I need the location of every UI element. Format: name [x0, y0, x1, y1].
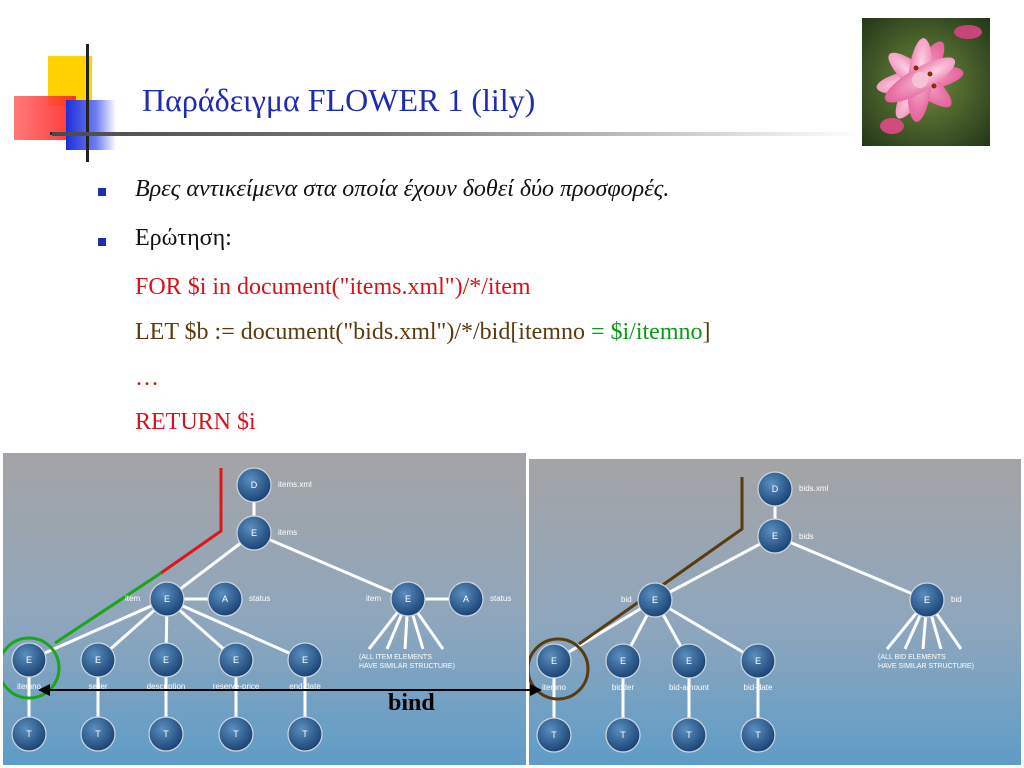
- query-let-predicate: = $i/itemno: [590, 319, 703, 345]
- node-root: E: [251, 528, 257, 538]
- node-root: E: [772, 531, 778, 541]
- node-end: E: [302, 655, 308, 665]
- corner-decoration: [12, 40, 142, 165]
- node-text: T: [551, 730, 557, 740]
- node-text: T: [233, 729, 239, 739]
- node-reserve: E: [233, 655, 239, 665]
- bullet-marker: [98, 188, 106, 196]
- node-bidder: E: [620, 656, 626, 666]
- node-description: E: [163, 655, 169, 665]
- label-itemno: itemno: [17, 682, 42, 691]
- note-line1: (ALL BID ELEMENTS: [878, 654, 946, 661]
- page-title: Παράδειγμα FLOWER 1 (lily): [142, 82, 536, 118]
- query-let-line: LET $b := document("bids.xml")/*/bid[ite…: [135, 319, 711, 346]
- bullet-query-label: Ερώτηση:: [135, 225, 232, 251]
- label-status2: status: [490, 594, 511, 603]
- node-text: T: [26, 729, 32, 739]
- node-text: T: [163, 729, 169, 739]
- label-item1: item: [125, 594, 140, 603]
- note-line2: HAVE SIMILAR STRUCTURE): [878, 663, 974, 670]
- label-doc: bids.xml: [799, 484, 829, 493]
- node-doc: D: [251, 480, 258, 490]
- label-date: bid-date: [744, 683, 773, 692]
- node-bid1: E: [652, 595, 658, 605]
- label-bid2: bid: [951, 595, 962, 604]
- label-amount: bid-amount: [669, 683, 710, 692]
- bind-label: bind: [388, 690, 435, 716]
- node-item1: E: [164, 594, 170, 604]
- label-itemno: itemno: [542, 683, 567, 692]
- label-doc: items.xml: [278, 480, 312, 489]
- node-status1: A: [222, 594, 228, 604]
- node-date: E: [755, 656, 761, 666]
- label-description: description: [147, 682, 186, 691]
- query-return-line: RETURN $i: [135, 409, 256, 435]
- node-circles: [11, 467, 484, 752]
- bids-tree-diagram: D E E E E E E E T T T T bids.xml bids bi…: [529, 459, 1021, 765]
- query-for-line: FOR $i in document("items.xml")/*/item: [135, 274, 531, 300]
- node-doc: D: [772, 484, 779, 494]
- label-end: end-date: [289, 682, 321, 691]
- label-bidder: bidder: [612, 683, 635, 692]
- note-line2: HAVE SIMILAR STRUCTURE): [359, 663, 455, 670]
- label-root: bids: [799, 532, 814, 541]
- node-itemno: E: [26, 655, 32, 665]
- query-let-prefix: LET $b := document("bids.xml")/*/bid[ite…: [135, 319, 591, 345]
- query-ellipsis: …: [135, 365, 159, 391]
- items-tree-diagram: D E E A E A E E E E E T T T T T items.xm…: [3, 453, 526, 765]
- label-seller: seller: [88, 682, 107, 691]
- node-itemno: E: [551, 656, 557, 666]
- bullet-task: Βρες αντικείμενα στα οποία έχουν δοθεί δ…: [135, 176, 670, 202]
- label-bid1: bid: [621, 595, 632, 604]
- lily-photo: [862, 18, 990, 146]
- node-seller: E: [95, 655, 101, 665]
- itemno-highlight-circle: [3, 636, 61, 700]
- node-status2: A: [463, 594, 469, 604]
- node-text: T: [620, 730, 626, 740]
- node-text: T: [302, 729, 308, 739]
- node-item2: E: [405, 594, 411, 604]
- node-bid2: E: [924, 595, 930, 605]
- label-root: items: [278, 528, 297, 537]
- bullet-marker: [98, 238, 106, 246]
- label-reserve: reserve-price: [213, 682, 260, 691]
- node-text: T: [686, 730, 692, 740]
- node-text: T: [755, 730, 761, 740]
- title-divider: [52, 132, 862, 136]
- label-status1: status: [249, 594, 270, 603]
- label-item2: item: [366, 594, 381, 603]
- bind-arrow: [38, 684, 542, 696]
- node-text: T: [95, 729, 101, 739]
- note-line1: (ALL ITEM ELEMENTS: [359, 654, 432, 661]
- node-amount: E: [686, 656, 692, 666]
- query-let-suffix: ]: [702, 319, 711, 345]
- itemno-highlight-circle: [529, 637, 590, 701]
